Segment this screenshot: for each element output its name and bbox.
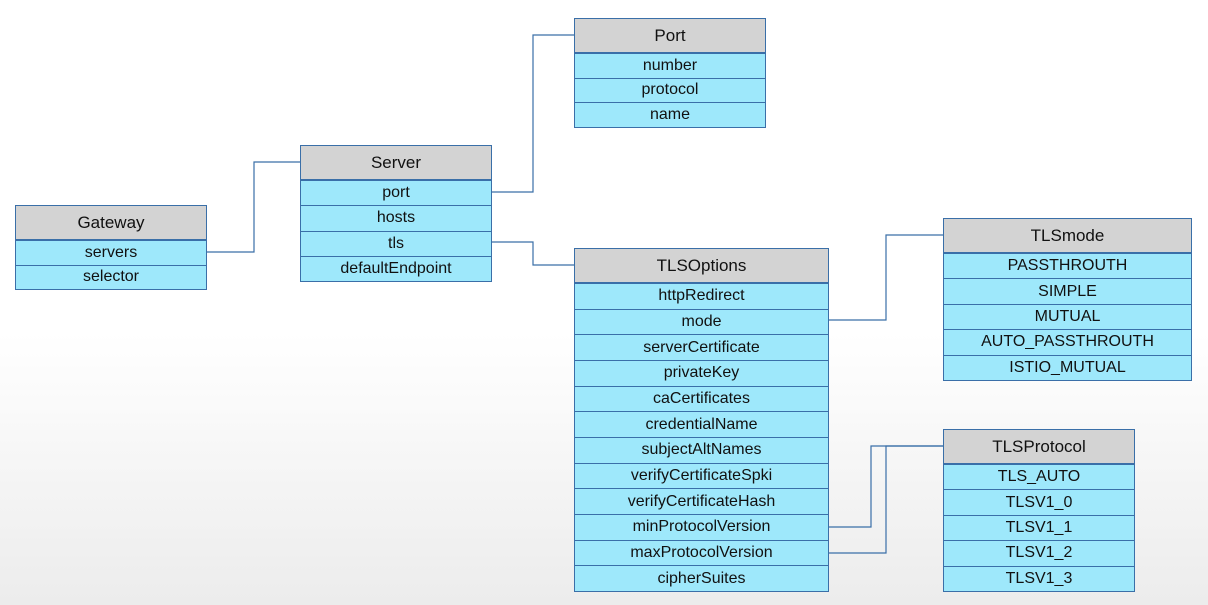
port-entity: Port number protocol name <box>574 18 766 128</box>
field-auto-passthrouth: AUTO_PASSTHROUTH <box>944 329 1191 355</box>
field-selector: selector <box>16 264 206 289</box>
field-tlsv1-2: TLSV1_2 <box>944 540 1134 566</box>
field-servercertificate: serverCertificate <box>575 334 828 360</box>
server-entity: Server port hosts tls defaultEndpoint <box>300 145 492 282</box>
connector-minprotocol-to-tlsprotocol <box>829 445 944 528</box>
connector-servers-to-server <box>206 161 301 253</box>
entity-title: TLSProtocol <box>944 430 1134 464</box>
field-verifycertificatehash: verifyCertificateHash <box>575 488 828 514</box>
field-httpredirect: httpRedirect <box>575 283 828 309</box>
field-minprotocolversion: minProtocolVersion <box>575 513 828 540</box>
entity-title: Port <box>575 19 765 53</box>
entity-title: TLSOptions <box>575 249 828 283</box>
field-tls: tls <box>301 230 491 256</box>
gateway-entity: Gateway servers selector <box>15 205 207 290</box>
entity-title: Gateway <box>16 206 206 240</box>
field-ciphersuites: cipherSuites <box>575 565 828 591</box>
entity-title: TLSmode <box>944 219 1191 253</box>
field-servers: servers <box>16 240 206 265</box>
field-cacertificates: caCertificates <box>575 385 828 412</box>
field-privatekey: privateKey <box>575 359 828 386</box>
entity-title: Server <box>301 146 491 180</box>
connector-tls-to-tlsoptions <box>491 241 575 266</box>
field-simple: SIMPLE <box>944 278 1191 304</box>
field-credentialname: credentialName <box>575 411 828 437</box>
connector-maxprotocol-to-tlsprotocol <box>829 445 944 554</box>
field-mutual: MUTUAL <box>944 303 1191 330</box>
field-hosts: hosts <box>301 205 491 231</box>
field-maxprotocolversion: maxProtocolVersion <box>575 539 828 566</box>
field-tlsv1-3: TLSV1_3 <box>944 565 1134 591</box>
tlsoptions-entity: TLSOptions httpRedirect mode serverCerti… <box>574 248 829 592</box>
connector-mode-to-tlsmode <box>829 234 944 321</box>
field-verifycertificatespki: verifyCertificateSpki <box>575 462 828 489</box>
field-port: port <box>301 180 491 206</box>
field-defaultendpoint: defaultEndpoint <box>301 255 491 281</box>
field-subjectaltnames: subjectAltNames <box>575 436 828 463</box>
field-passthrouth: PASSTHROUTH <box>944 253 1191 279</box>
tlsmode-entity: TLSmode PASSTHROUTH SIMPLE MUTUAL AUTO_P… <box>943 218 1192 381</box>
field-number: number <box>575 53 765 78</box>
tlsprotocol-entity: TLSProtocol TLS_AUTO TLSV1_0 TLSV1_1 TLS… <box>943 429 1135 592</box>
field-tls-auto: TLS_AUTO <box>944 464 1134 490</box>
field-name: name <box>575 102 765 127</box>
field-istio-mutual: ISTIO_MUTUAL <box>944 354 1191 380</box>
field-protocol: protocol <box>575 77 765 103</box>
field-tlsv1-1: TLSV1_1 <box>944 514 1134 541</box>
field-tlsv1-0: TLSV1_0 <box>944 489 1134 515</box>
field-mode: mode <box>575 308 828 335</box>
connector-port-to-port <box>491 34 575 193</box>
